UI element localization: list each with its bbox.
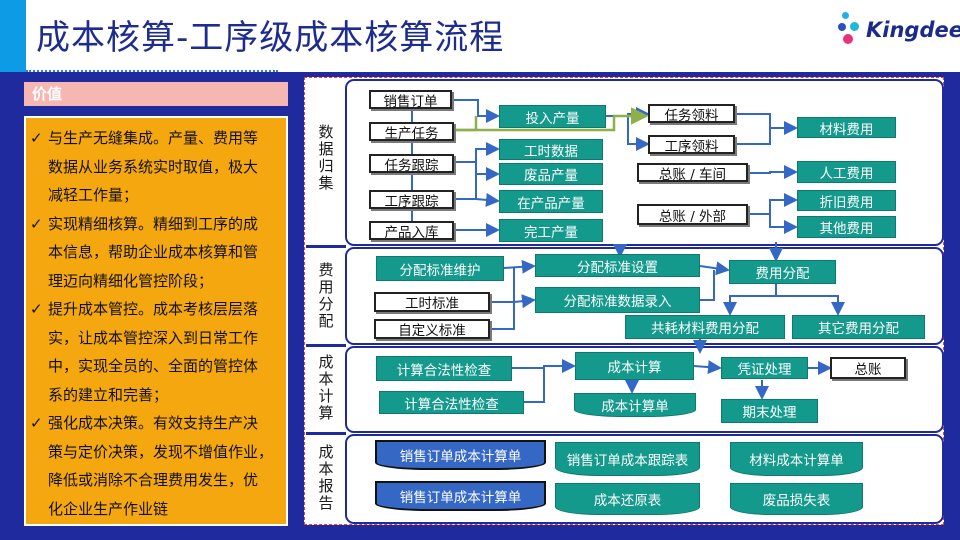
node-material-cost: 材料费用 (797, 117, 896, 138)
node-task-tracking: 任务跟踪 (369, 154, 454, 174)
value-item: ✓ 提升成本管控。成本考核层层落实，让成本管控深入到日常工作中，实现全员的、全面的… (30, 295, 278, 409)
value-item-text: 提升成本管控。成本考核层层落实，让成本管控深入到日常工作中，实现全员的、全面的管… (48, 295, 278, 409)
report-cost-restoration: 成本还原表 (555, 483, 700, 515)
node-cost-calculation: 成本计算 (575, 352, 694, 380)
node-other-cost: 其他费用 (797, 216, 896, 238)
title-accent-bar (0, 0, 26, 72)
row-separator (306, 432, 346, 435)
row-separator (306, 344, 346, 347)
node-gl-external: 总账 / 外部 (637, 204, 748, 225)
node-operation-material-pick: 工序领料 (648, 135, 735, 155)
node-legality-check-1: 计算合法性检查 (376, 356, 512, 381)
logo-dot-icon (850, 22, 859, 31)
row-label-cost-report: 成本报告 (318, 443, 334, 512)
row-separator (306, 245, 346, 248)
logo-dot-icon (842, 12, 849, 19)
value-item-text: 强化成本决策。有效支持生产决策与定价决策，发现不增值作业， 降低或消除不合理费用发… (48, 409, 278, 523)
report-sales-order-cost-sheet-1: 销售订单成本计算单 (375, 440, 546, 470)
node-voucher-processing: 凭证处理 (721, 357, 808, 379)
node-allocation-standard-maintenance: 分配标准维护 (376, 256, 504, 281)
node-shared-material-allocation: 共耗材料费用分配 (625, 315, 785, 339)
report-material-cost-sheet: 材料成本计算单 (730, 442, 863, 476)
node-labor-cost: 人工费用 (797, 161, 896, 183)
report-sales-order-cost-sheet-2: 销售订单成本计算单 (375, 481, 546, 511)
value-item-line: 化企业生产作业链 (48, 499, 169, 518)
report-scrap-loss: 废品损失表 (730, 483, 863, 515)
node-other-cost-allocation: 其它费用分配 (792, 315, 925, 339)
row-label-data-collect: 数据归集 (318, 123, 334, 192)
logo-dot-icon (843, 34, 853, 44)
check-icon: ✓ (30, 414, 43, 432)
value-item-line: 提升成本管控。成本考核层层落 (48, 300, 259, 318)
value-item: ✓ 强化成本决策。有效支持生产决策与定价决策，发现不增值作业， 降低或消除不合理费用… (30, 409, 278, 523)
node-operation-tracking: 工序跟踪 (369, 190, 454, 210)
node-labor-data: 工时数据 (499, 139, 603, 160)
value-item: ✓ 实现精细核算。精细到工序的成本信息，帮助企业成本核算和管理迈向精细化管控阶段； (30, 210, 278, 296)
node-allocation-standard-entry: 分配标准数据录入 (535, 287, 700, 313)
node-task-material-pick: 任务领料 (648, 104, 735, 124)
node-depreciation-cost: 折旧费用 (797, 190, 896, 211)
node-legality-check-2: 计算合法性检查 (379, 391, 524, 414)
node-wip-quantity: 在产品产量 (499, 190, 603, 213)
check-icon: ✓ (30, 300, 43, 318)
value-item-line: 中，实现全员的、全面的管控体 (48, 357, 259, 375)
value-item-line: 降低或消除不合理费用发生，优 (48, 471, 259, 489)
check-icon: ✓ (30, 214, 43, 233)
node-period-end-processing: 期末处理 (721, 399, 818, 423)
node-input-quantity: 投入产量 (499, 105, 606, 128)
value-item-line: 策与定价决策，发现不增值作业， (48, 442, 274, 461)
row-label-column (306, 79, 344, 523)
value-item-text: 与生产无缝集成。产量、费用等数据从业务系统实时取值，极大减轻工作量； (48, 124, 278, 210)
node-gl-workshop: 总账 / 车间 (637, 163, 748, 183)
node-general-ledger: 总账 (830, 357, 906, 379)
value-heading: 价值 (24, 82, 288, 106)
node-scrap-quantity: 废品产量 (499, 163, 603, 185)
logo-dot-icon (838, 23, 846, 31)
value-item-line: 理迈向精细化管控阶段； (48, 271, 214, 290)
node-cost-allocation: 费用分配 (729, 260, 836, 284)
value-item-line: 实现精细核算。精细到工序的成 (48, 214, 259, 233)
value-item: ✓ 与生产无缝集成。产量、费用等数据从业务系统实时取值，极大减轻工作量； (30, 124, 278, 210)
node-custom-standard: 自定义标准 (374, 319, 490, 339)
check-icon: ✓ (30, 129, 43, 147)
page-title: 成本核算-工序级成本核算流程 (36, 18, 505, 58)
value-item-line: 强化成本决策。有效支持生产决 (48, 414, 259, 432)
value-item-text: 实现精细核算。精细到工序的成本信息，帮助企业成本核算和管理迈向精细化管控阶段； (48, 210, 278, 296)
title-bar (0, 0, 960, 72)
value-item-line: 减轻工作量； (48, 186, 139, 204)
node-labor-standard: 工时标准 (374, 292, 490, 312)
kingdee-logo: Kingdee (836, 10, 960, 50)
value-list: ✓ 与生产无缝集成。产量、费用等数据从业务系统实时取值，极大减轻工作量； ✓ 实现精细… (24, 116, 288, 526)
value-item-line: 本信息，帮助企业成本核算和管 (48, 243, 259, 261)
row-label-cost-calc: 成本计算 (318, 353, 334, 422)
value-item-line: 实，让成本管控深入到日常工作 (48, 328, 259, 347)
value-item-line: 数据从业务系统实时取值，极大 (48, 157, 259, 176)
node-cost-sheet: 成本计算单 (574, 393, 696, 417)
node-sales-order: 销售订单 (369, 90, 452, 110)
report-sales-order-cost-tracking: 销售订单成本跟踪表 (555, 442, 700, 476)
row-label-cost-alloc: 费用分配 (318, 261, 334, 330)
logo-text: Kingdee (866, 18, 960, 42)
node-allocation-standard-setup: 分配标准设置 (535, 254, 700, 277)
value-item-line: 与生产无缝集成。产量、费用等 (48, 129, 259, 147)
node-finished-quantity: 完工产量 (499, 219, 603, 242)
title-divider (26, 70, 278, 72)
value-item-line: 系的建立和完善； (48, 385, 169, 404)
node-production-task: 生产任务 (369, 122, 454, 142)
node-product-stock-in: 产品入库 (369, 221, 454, 241)
